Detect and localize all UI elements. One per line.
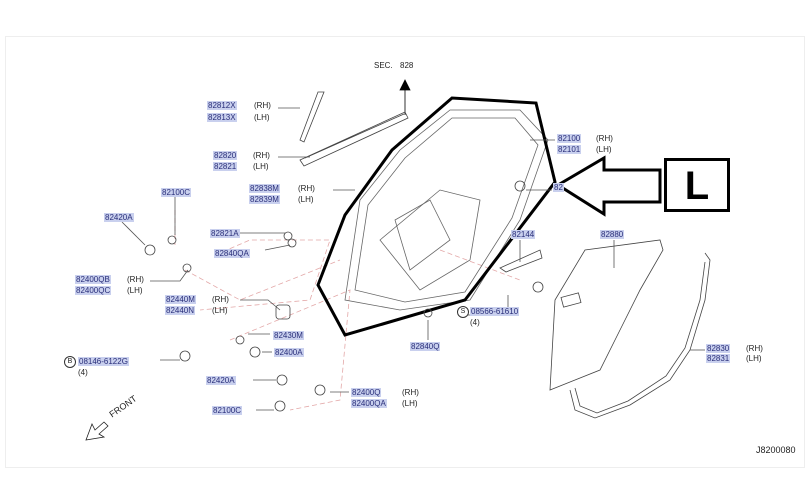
side-rh: (RH)	[298, 184, 315, 193]
quantity: (4)	[78, 368, 88, 377]
part-link[interactable]: 82144	[511, 230, 536, 239]
part-link[interactable]: 08566-61610	[470, 307, 520, 316]
side-rh: (RH)	[746, 344, 763, 353]
part-link[interactable]: 82440M	[165, 295, 196, 304]
part-link-partial[interactable]: 82	[553, 183, 564, 192]
part-link[interactable]: 82400Q	[351, 388, 382, 397]
callout-letter-box: L	[664, 158, 730, 212]
part-link[interactable]: 82821	[213, 162, 238, 171]
window-moulding	[299, 91, 325, 143]
side-lh: (LH)	[402, 399, 418, 408]
side-rh: (RH)	[596, 134, 613, 143]
part-link[interactable]: 82100C	[161, 188, 192, 197]
door-trim-panel	[549, 239, 664, 391]
bolt-mark-s: S	[457, 306, 469, 318]
part-link[interactable]: 82840Q	[410, 342, 441, 351]
callout-arrow-icon	[555, 155, 662, 217]
part-link[interactable]: 82812X	[207, 101, 237, 110]
section-label: SEC.	[374, 61, 393, 70]
section-arrow-icon	[399, 79, 411, 115]
highlight-outline	[316, 96, 557, 337]
side-rh: (RH)	[402, 388, 419, 397]
section-number[interactable]: 828	[400, 61, 414, 70]
side-lh: (LH)	[127, 286, 143, 295]
side-lh: (LH)	[298, 195, 314, 204]
front-arrow-icon	[85, 421, 109, 441]
part-link[interactable]: 82400A	[274, 348, 304, 357]
part-link[interactable]: 82820	[213, 151, 238, 160]
weatherstrip	[569, 252, 711, 419]
part-link[interactable]: 82400QA	[351, 399, 387, 408]
part-link[interactable]: 82821A	[210, 229, 240, 238]
diagram-frame	[5, 36, 805, 468]
part-link[interactable]: 82100	[557, 134, 582, 143]
part-link[interactable]: 08146-6122G	[78, 357, 129, 366]
part-link[interactable]: 82440N	[165, 306, 196, 315]
side-lh: (LH)	[212, 306, 228, 315]
fasteners	[144, 180, 544, 412]
part-link[interactable]: 82400QB	[75, 275, 111, 284]
quantity: (4)	[470, 318, 480, 327]
part-link[interactable]: 82420A	[206, 376, 236, 385]
side-rh: (RH)	[253, 151, 270, 160]
side-rh: (RH)	[127, 275, 144, 284]
diagram-id: J8200080	[756, 445, 796, 455]
part-link[interactable]: 82839M	[249, 195, 280, 204]
part-link[interactable]: 82838M	[249, 184, 280, 193]
part-link[interactable]: 82420A	[104, 213, 134, 222]
part-link[interactable]: 82880	[600, 230, 625, 239]
part-link[interactable]: 82101	[557, 145, 582, 154]
belt-moulding	[299, 111, 409, 167]
part-link[interactable]: 82813X	[207, 113, 237, 122]
side-lh: (LH)	[253, 162, 269, 171]
part-link[interactable]: 82400QC	[75, 286, 112, 295]
side-rh: (RH)	[212, 295, 229, 304]
side-rh: (RH)	[254, 101, 271, 110]
side-lh: (LH)	[596, 145, 612, 154]
side-lh: (LH)	[746, 354, 762, 363]
part-link[interactable]: 82430M	[273, 331, 304, 340]
door-shell	[344, 109, 549, 311]
part-link[interactable]: 82100C	[212, 406, 243, 415]
part-link[interactable]: 82831	[706, 354, 731, 363]
side-lh: (LH)	[254, 113, 270, 122]
part-link[interactable]: 82830	[706, 344, 731, 353]
bolt-mark-b: B	[64, 356, 76, 368]
part-link[interactable]: 82840QA	[214, 249, 250, 258]
